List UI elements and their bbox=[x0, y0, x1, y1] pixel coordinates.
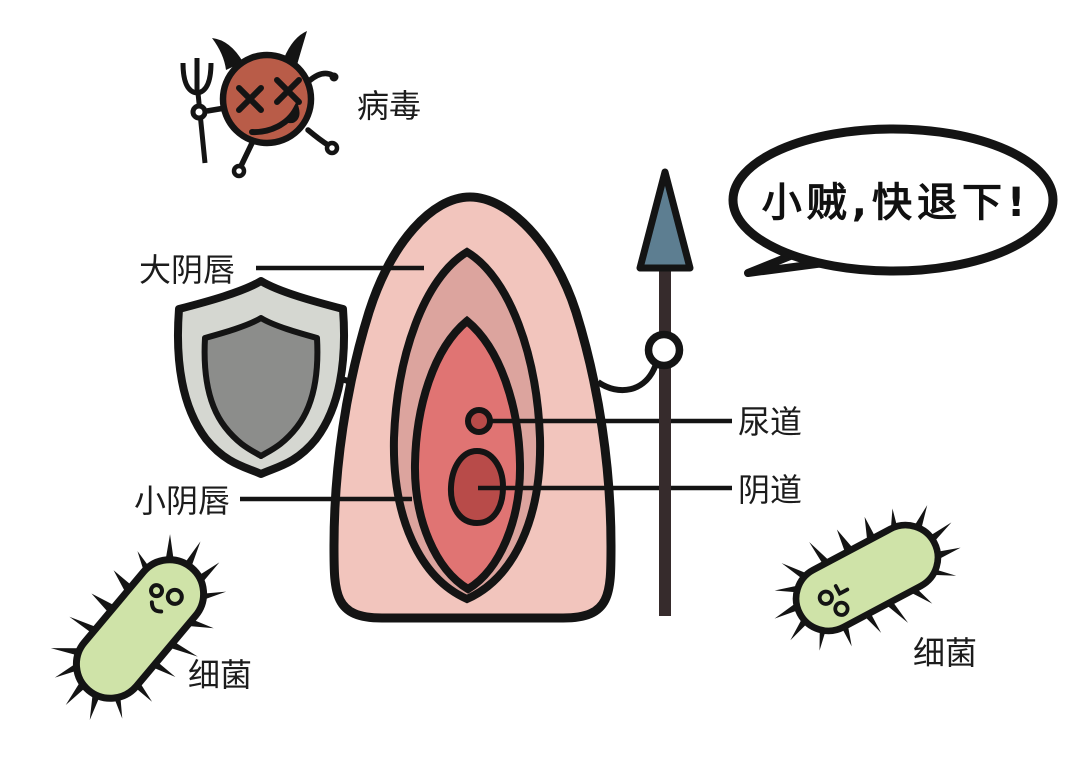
virus-leg-left bbox=[238, 138, 256, 169]
shield-icon bbox=[173, 277, 349, 478]
bacteria-right-icon bbox=[750, 479, 983, 678]
virus-smile bbox=[249, 100, 300, 136]
bacteria-left-mouth bbox=[149, 600, 164, 614]
virus-eye-right bbox=[274, 77, 302, 105]
virus-eye-left bbox=[236, 85, 264, 113]
labia-minora-label: 小阴唇 bbox=[134, 483, 230, 519]
spear-hand bbox=[644, 330, 684, 370]
speech-bubble-text: 小贼,快退下! bbox=[762, 180, 1030, 226]
bacteria-left-label: 细菌 bbox=[188, 657, 252, 693]
vagina-label: 阴道 bbox=[738, 472, 802, 508]
labia-majora-label: 大阴唇 bbox=[139, 252, 235, 288]
vagina-opening bbox=[447, 447, 507, 527]
spear-icon bbox=[636, 168, 694, 616]
virus-horn-right bbox=[284, 31, 307, 65]
virus-leg-right bbox=[305, 127, 331, 148]
bacteria-right-mouth bbox=[833, 584, 850, 597]
virus-foot-right bbox=[324, 140, 340, 156]
virus-hand bbox=[190, 103, 208, 121]
virus-arm-right bbox=[306, 70, 335, 84]
spear-arm bbox=[596, 362, 659, 394]
speech-bubble-body bbox=[728, 124, 1058, 276]
urethra-label: 尿道 bbox=[738, 404, 802, 440]
urethra-opening bbox=[465, 407, 493, 435]
virus-label: 病毒 bbox=[357, 88, 421, 124]
virus-icon bbox=[180, 31, 340, 179]
vulva-diagram bbox=[329, 192, 616, 623]
shield-inner bbox=[201, 315, 321, 459]
bacteria-left-eye-2 bbox=[165, 587, 184, 606]
spear-shaft bbox=[659, 262, 671, 616]
virus-horn-left bbox=[212, 38, 243, 70]
spear-head bbox=[636, 168, 694, 272]
virus-foot-left bbox=[231, 163, 247, 179]
speech-bubble: 小贼,快退下! bbox=[728, 124, 1058, 277]
bacteria-left-eye-1 bbox=[149, 583, 165, 599]
bacteria-right-label: 细菌 bbox=[913, 635, 977, 671]
bacteria-right-eye-1 bbox=[817, 589, 834, 606]
virus-arm-right-tip bbox=[329, 72, 339, 82]
bacteria-left-icon bbox=[24, 508, 255, 750]
bacteria-right-eye-2 bbox=[833, 600, 850, 617]
